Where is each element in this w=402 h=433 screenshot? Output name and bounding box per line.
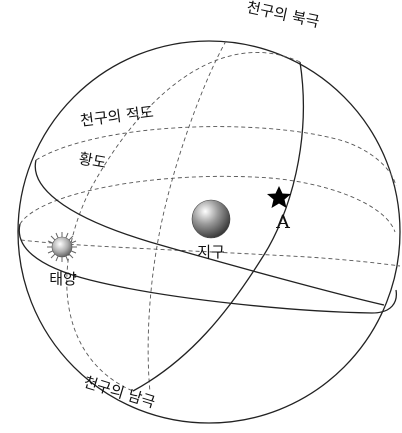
celestial-equator-label: 천구의 적도 <box>79 103 155 130</box>
earth-sphere <box>191 199 231 239</box>
point-a-label: A <box>275 211 290 233</box>
ecliptic-label: 황도 <box>77 150 108 173</box>
celestial-north-pole-label: 천구의 북극 <box>245 0 321 31</box>
celestial-meridian-line <box>132 61 304 392</box>
ecliptic-line <box>18 223 398 314</box>
celestial-sphere-outline <box>17 40 401 424</box>
sun-icon <box>47 232 77 262</box>
horizontal-dashed-line <box>20 239 401 267</box>
earth-label: 지구 <box>197 243 225 261</box>
celestial-equator-line <box>34 159 385 306</box>
sun-label: 태양 <box>49 270 77 288</box>
meridian-back-arc <box>66 52 301 392</box>
sphere-vertical-dashed-line <box>147 40 227 393</box>
celestial-south-pole-label: 천구의 남극 <box>82 373 158 412</box>
star-a-marker <box>267 186 291 208</box>
equator-back-arc <box>35 126 397 187</box>
